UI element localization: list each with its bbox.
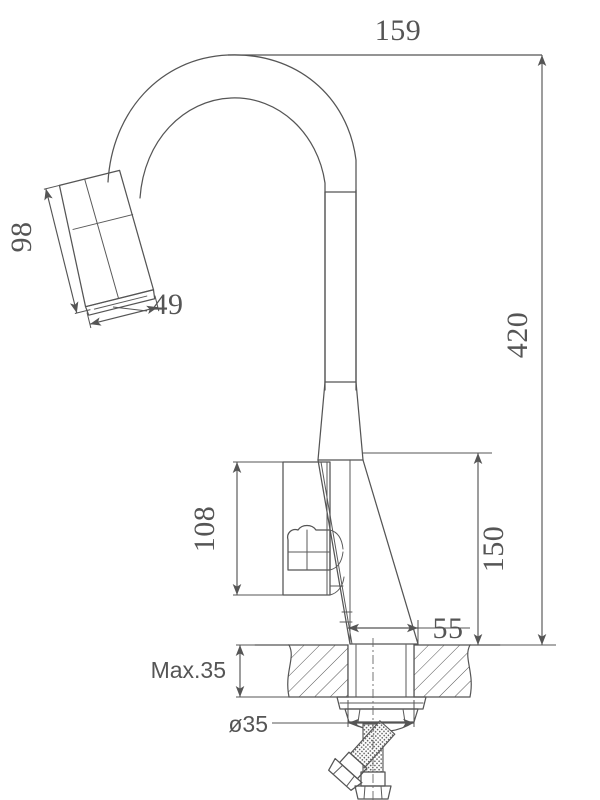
dimension-label-base-width: 55 [433,612,464,645]
faucet-body-group [58,54,419,645]
dimension-spout-reach: 159 [228,14,542,56]
dimension-overall-height: 420 [470,55,556,646]
dimension-label-overall-height: 420 [501,312,534,359]
dimension-mounting-hole-diameter: ø35 [228,700,415,737]
dimension-label-handle-height: 108 [188,506,221,553]
dimension-label-body-height: 150 [477,526,510,573]
dimension-label-max-counter-thickness: Max.35 [151,657,226,683]
dimension-label-spout-reach: 159 [375,14,422,47]
dimension-base-width: 55 [348,612,470,645]
dimension-body-height: 150 [363,452,510,645]
countertop [254,644,501,698]
column [317,189,419,645]
dimension-label-mounting-hole-diameter: ø35 [228,711,268,737]
dimension-label-spray-head-height: 98 [5,222,38,253]
gooseneck [107,54,357,391]
dimension-max-counter-thickness: Max.35 [151,644,290,698]
dimension-handle-height: 108 [188,461,285,596]
dimension-spray-head-width: 49 [86,288,184,329]
dimension-spray-head-height: 98 [5,183,91,314]
dimension-label-spray-head-width: 49 [153,288,184,321]
handle-lever [282,461,345,596]
base-flange [339,611,419,645]
